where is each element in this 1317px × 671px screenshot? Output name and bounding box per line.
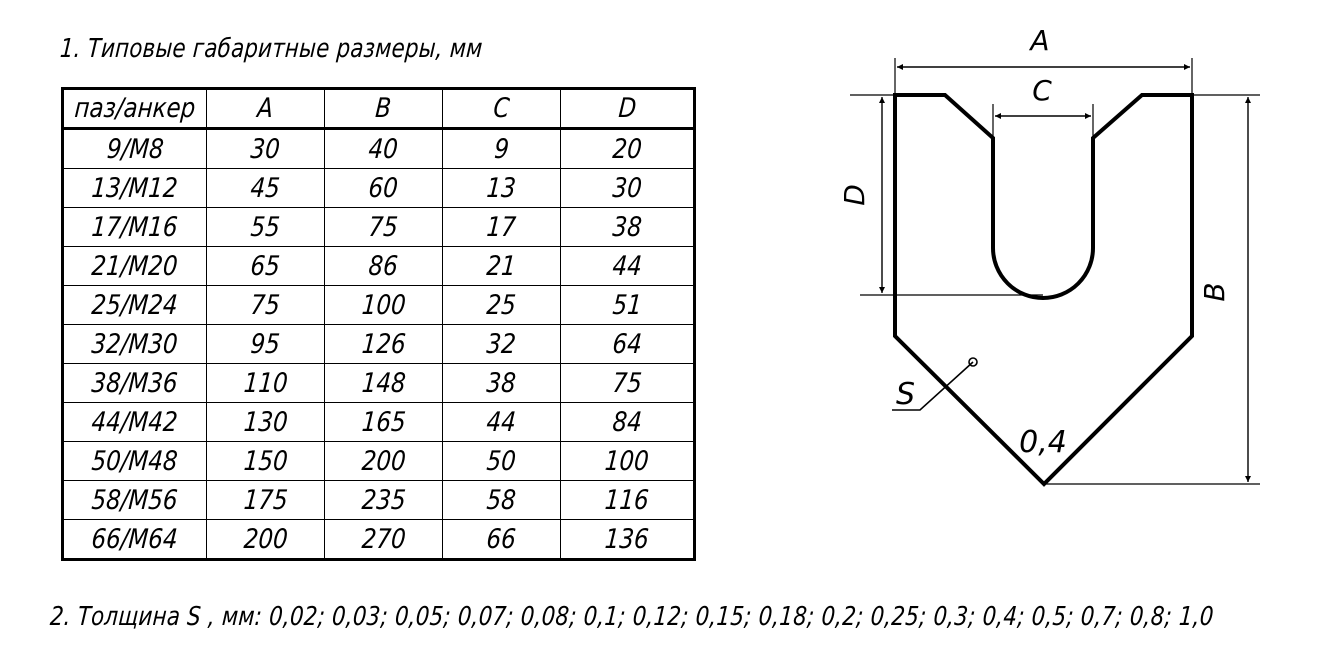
dimension-cell: 270	[323, 519, 443, 560]
dimension-cell: 175	[205, 480, 325, 520]
dimension-cell: 75	[323, 207, 443, 247]
dimension-label-a: A	[1028, 24, 1049, 57]
dimension-cell: 60	[323, 168, 443, 208]
thickness-label-s: S	[896, 377, 915, 412]
dimension-cell: 116	[559, 480, 695, 520]
column-header-b: B	[323, 88, 443, 130]
dimension-cell: 200	[205, 519, 325, 560]
section-heading-text: 1. Типовые габаритные размеры, мм	[58, 34, 484, 64]
slot-anchor-cell: 21/M20	[62, 246, 207, 286]
dimension-cell: 32	[441, 324, 561, 364]
column-header-d: D	[559, 88, 695, 130]
dimension-cell: 86	[323, 246, 443, 286]
dimension-cell: 64	[559, 324, 695, 364]
column-header-slot-anchor: паз/анкер	[62, 88, 207, 130]
dimension-cell: 40	[323, 128, 443, 169]
dimension-cell: 165	[323, 402, 443, 442]
dimension-cell: 200	[323, 441, 443, 481]
extension-lines	[850, 58, 1260, 485]
dimension-cell: 55	[205, 207, 325, 247]
section-heading: 1. Типовые габаритные размеры, мм	[58, 34, 575, 64]
dimension-label-d: D	[838, 184, 871, 206]
dimension-cell: 9	[441, 128, 561, 169]
dimension-cell: 148	[323, 363, 443, 403]
slot-anchor-cell: 13/M12	[62, 168, 207, 208]
dimension-cell: 136	[559, 519, 695, 560]
dimension-label-b: B	[1198, 282, 1231, 301]
slot-anchor-cell: 9/M8	[62, 128, 207, 169]
dimension-cell: 110	[205, 363, 325, 403]
radius-label: 0,4	[1019, 425, 1067, 460]
shim-drawing: A C D B S 0,4	[838, 24, 1260, 487]
dimension-cell: 58	[441, 480, 561, 520]
thickness-note: 2. Толщина S , мм: 0,02; 0,03; 0,05; 0,0…	[48, 602, 1317, 632]
dimension-cell: 75	[205, 285, 325, 325]
shim-outline	[893, 93, 1194, 487]
dimension-cell: 38	[441, 363, 561, 403]
column-header-a: A	[205, 88, 325, 130]
dimension-cell: 30	[205, 128, 325, 169]
dimension-cell: 75	[559, 363, 695, 403]
slot-anchor-cell: 66/M64	[62, 519, 207, 560]
dimension-cell: 51	[559, 285, 695, 325]
slot-anchor-cell: 50/M48	[62, 441, 207, 481]
dimension-cell: 235	[323, 480, 443, 520]
dimension-cell: 84	[559, 402, 695, 442]
thickness-note-text: 2. Толщина S , мм: 0,02; 0,03; 0,05; 0,0…	[48, 602, 1215, 632]
slot-anchor-cell: 17/M16	[62, 207, 207, 247]
slot-anchor-cell: 44/M42	[62, 402, 207, 442]
dimension-cell: 25	[441, 285, 561, 325]
dimension-cell: 100	[323, 285, 443, 325]
table-header-row: паз/анкер A B C D	[62, 88, 695, 130]
dimension-cell: 44	[441, 402, 561, 442]
dimension-cell: 150	[205, 441, 325, 481]
dimension-cell: 13	[441, 168, 561, 208]
column-header-c: C	[441, 88, 561, 130]
dimension-cell: 65	[205, 246, 325, 286]
dimension-cell: 50	[441, 441, 561, 481]
dimension-cell: 30	[559, 168, 695, 208]
thickness-leader	[892, 357, 978, 411]
slot-anchor-cell: 25/M24	[62, 285, 207, 325]
dimension-cell: 95	[205, 324, 325, 364]
dimension-cell: 66	[441, 519, 561, 560]
dimension-cell: 130	[205, 402, 325, 442]
dimension-cell: 126	[323, 324, 443, 364]
dimension-label-c: C	[1032, 74, 1052, 107]
slot-anchor-cell: 58/M56	[62, 480, 207, 520]
dimension-cell: 17	[441, 207, 561, 247]
dimension-cell: 45	[205, 168, 325, 208]
dimension-cell: 38	[559, 207, 695, 247]
dimension-cell: 20	[559, 128, 695, 169]
dimension-cell: 44	[559, 246, 695, 286]
slot-anchor-cell: 38/M36	[62, 363, 207, 403]
dimension-cell: 21	[441, 246, 561, 286]
dimension-cell: 100	[559, 441, 695, 481]
slot-anchor-cell: 32/M30	[62, 324, 207, 364]
